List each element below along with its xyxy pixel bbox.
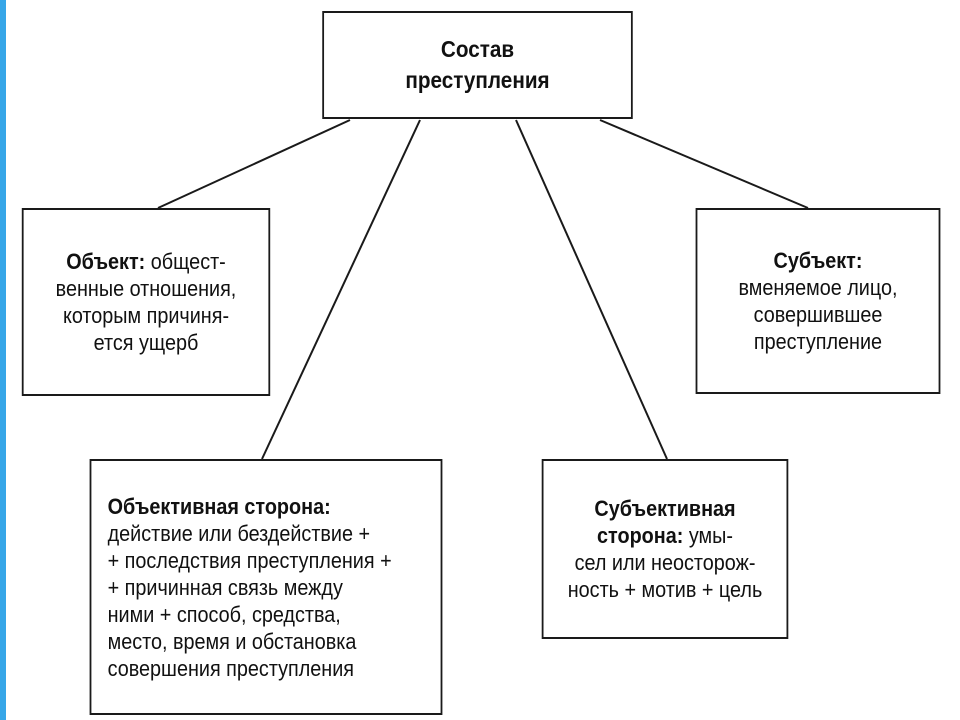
subject-line-3: преступление [753,329,883,354]
subject-node-box: Субъект: вменяемое лицо, совершившее пре… [695,208,941,394]
subjective-side-text-0: умы- [683,523,733,548]
subject-line-2: совершившее [753,302,883,327]
object-line-1: Объект: общест- [24,248,269,275]
objective-side-line-1: действие или бездействие + [107,520,371,546]
root-title-line-1: Состав [440,36,515,62]
objective-side-line-5: место, время и обстановка [107,628,357,654]
root-node-box: Состав преступления [322,11,633,119]
objective-side-line-6: совершения преступления [107,655,355,681]
left-accent-stripe [0,0,6,720]
subjective-side-title-1: Субъективная [544,495,787,522]
objective-side-line-4: ними + способ, средства, [107,601,341,627]
objective-side-title: Объективная сторона: [108,493,441,520]
object-text-1: общест- [145,249,226,274]
objective-side-node-box: Объективная сторона: действие или бездей… [89,459,443,715]
subjective-side-line-1: сел или неосторож- [574,550,756,575]
subjective-side-title-1-text: Субъективная [594,496,736,521]
objective-side-line-3: + причинная связь между [107,574,343,600]
object-line-2: венные отношения, [55,276,237,301]
connector-root-object [157,119,351,209]
objective-side-title-text: Объективная сторона: [107,493,331,519]
connector-root-subject [599,119,809,209]
object-node-box: Объект: общест- венные отношения, которы… [21,208,271,396]
subjective-side-title-2: сторона: умы- [544,522,787,549]
subject-title: Субъект: [697,247,938,274]
subject-line-1: вменяемое лицо, [738,275,898,300]
subject-title-text: Субъект: [773,248,863,273]
objective-side-line-2: + последствия преступления + [107,547,392,573]
subjective-side-title-2-text: сторона: [597,523,684,548]
subjective-side-node-box: Субъективная сторона: умы- сел или неост… [541,459,789,639]
object-line-4: ется ущерб [93,330,199,355]
connector-root-subjective [515,119,668,460]
connector-root-objective [261,119,421,460]
root-title-line-2: преступления [405,67,550,93]
subjective-side-line-2: ность + мотив + цель [567,577,763,602]
object-line-3: которым причиня- [62,303,230,328]
object-title: Объект: [66,249,146,274]
